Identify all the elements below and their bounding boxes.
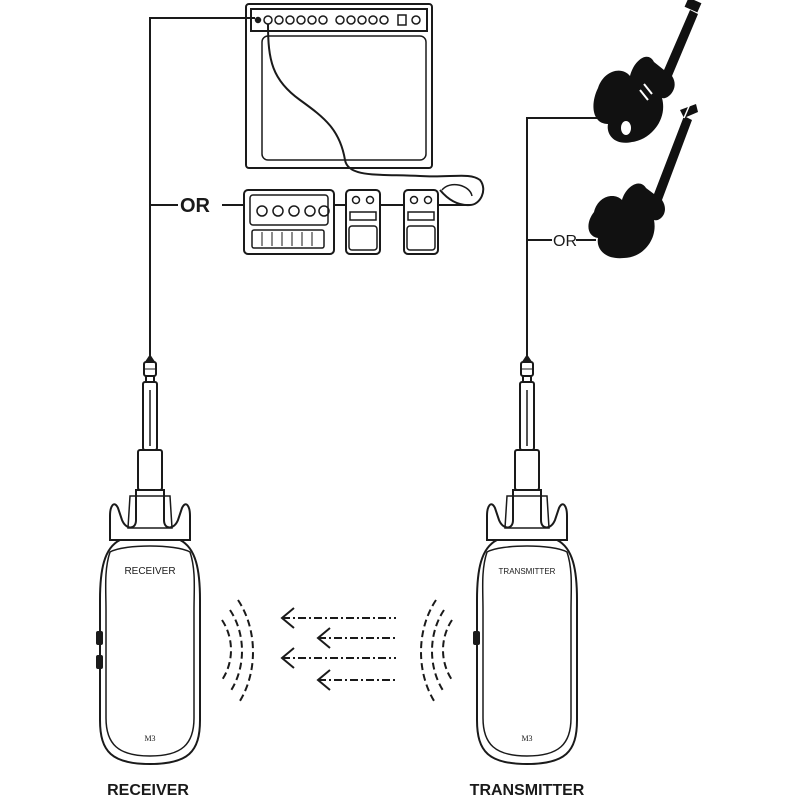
electric-guitar-icon xyxy=(593,0,702,143)
or-label-right: OR xyxy=(553,233,577,250)
receiver-body-label: RECEIVER xyxy=(124,566,175,577)
transmitter-model-label: M3 xyxy=(521,734,532,743)
multi-effects-pedal-icon xyxy=(243,189,335,255)
receiver-cable xyxy=(149,17,255,360)
stompbox-pedal-icon xyxy=(403,189,439,255)
jack-plug-icon xyxy=(137,354,163,491)
transmitter-cable xyxy=(526,117,598,360)
arrow-icon xyxy=(316,669,396,691)
signal-waves-icon xyxy=(420,599,453,705)
amplifier-icon xyxy=(245,3,485,207)
or-label-left: OR xyxy=(180,195,211,217)
transmitter-caption: TRANSMITTER xyxy=(470,782,585,799)
jack-plug-icon xyxy=(514,354,540,491)
stompbox-pedal-icon xyxy=(345,189,381,255)
signal-waves-icon xyxy=(221,599,254,705)
receiver-caption: RECEIVER xyxy=(107,782,189,799)
receiver-model-label: M3 xyxy=(144,734,155,743)
arrow-icon xyxy=(280,647,396,669)
transmitter-device xyxy=(473,489,578,766)
transmitter-body-label: TRANSMITTER xyxy=(499,567,556,576)
receiver-device xyxy=(96,489,201,766)
arrow-icon xyxy=(280,607,396,629)
electric-guitar-icon xyxy=(588,103,698,259)
arrow-icon xyxy=(316,627,396,649)
